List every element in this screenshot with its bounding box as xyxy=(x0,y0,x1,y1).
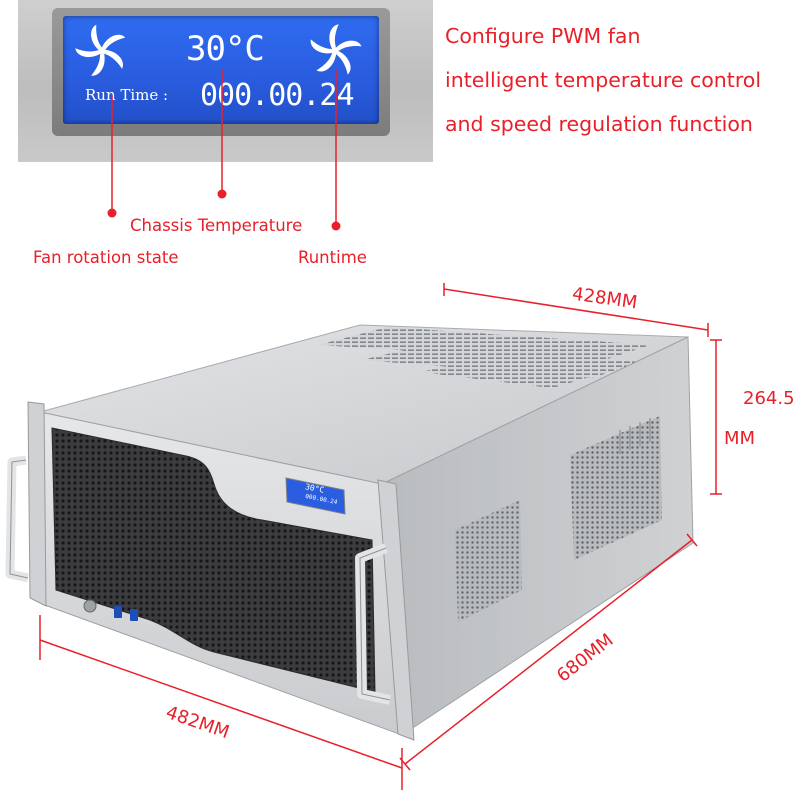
server-chassis-illustration xyxy=(5,283,722,790)
rack-ear-left xyxy=(27,401,47,607)
top-vent xyxy=(420,362,600,388)
fan-icon xyxy=(310,24,362,75)
usb-port-icon xyxy=(114,606,122,618)
top-vent xyxy=(362,344,640,378)
callout-chassis-temperature: Chassis Temperature xyxy=(130,216,303,235)
fan-icon xyxy=(75,24,126,76)
front-mesh-bezel xyxy=(51,427,376,693)
callout-fan-rotation-state: Fan rotation state xyxy=(33,248,179,267)
top-vent xyxy=(318,327,650,362)
feature-text-line: and speed regulation function xyxy=(445,112,753,136)
handle-left xyxy=(5,455,29,583)
feature-text-line: Configure PWM fan xyxy=(445,24,641,48)
power-button-icon xyxy=(83,599,97,613)
lcd-run-time-value: 000.00.24 xyxy=(200,78,355,113)
lcd-run-time-label: Run Time : xyxy=(85,86,169,104)
lcd-temperature: 30°C xyxy=(186,29,265,69)
dimension-height-value: 264.5 xyxy=(743,388,795,409)
callout-dot xyxy=(331,221,341,231)
side-vent xyxy=(570,416,662,560)
callout-runtime: Runtime xyxy=(298,248,367,267)
handle-right-edge xyxy=(359,547,391,701)
side-vent xyxy=(455,500,522,622)
feature-text-line: intelligent temperature control xyxy=(445,68,762,92)
callout-dot xyxy=(107,208,117,218)
handle-left-edge xyxy=(9,459,29,579)
dimension-height-unit: MM xyxy=(724,428,756,449)
lcd-screen: 30°C Run Time : 000.00.24 xyxy=(63,16,379,124)
usb-port-icon xyxy=(130,609,138,621)
callout-dot xyxy=(217,189,227,199)
callout-leaders xyxy=(107,70,341,231)
front-lcd xyxy=(285,477,346,515)
rack-ear-right xyxy=(377,479,415,741)
